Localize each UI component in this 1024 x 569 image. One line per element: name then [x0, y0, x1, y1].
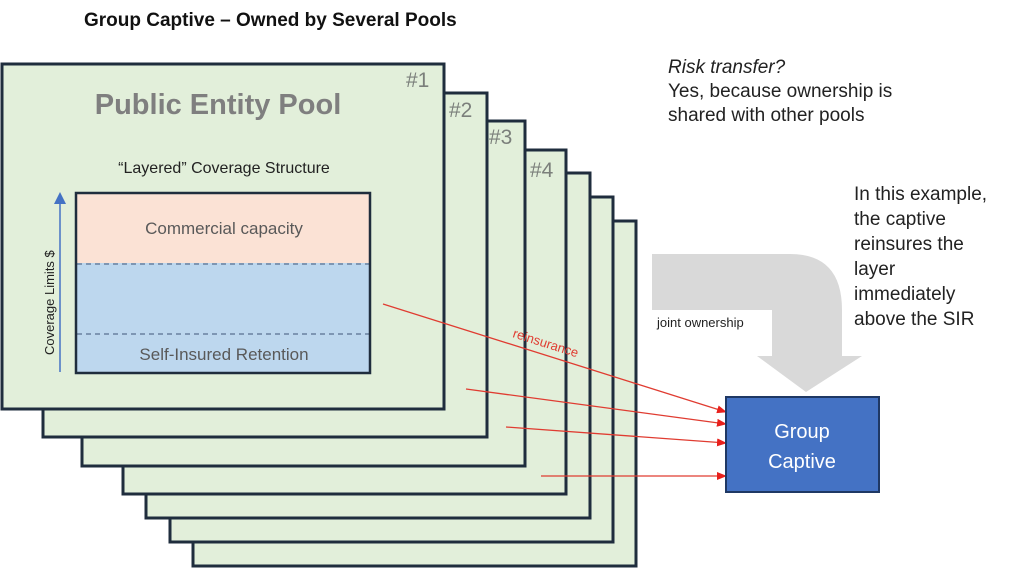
reinsurance-arrow-1: [382, 303, 727, 414]
commercial-capacity-layer: [76, 193, 370, 263]
coverage-layers: Commercial capacity Self-Insured Retenti…: [74, 191, 372, 375]
example-note-line: the captive: [854, 209, 946, 230]
pool-card-3-label: #3: [489, 126, 512, 149]
coverage-axis-label: Coverage Limits $: [42, 249, 57, 355]
middle-layer: [76, 263, 370, 333]
example-note-line: above the SIR: [854, 309, 975, 330]
coverage-axis-arrow-icon: [54, 192, 66, 204]
example-note-line: immediately: [854, 284, 956, 305]
example-note-line: layer: [854, 259, 896, 280]
pool-card-2-label: #2: [449, 99, 472, 122]
example-note-line: reinsures the: [854, 234, 964, 255]
group-captive-label-line2: Captive: [768, 451, 836, 473]
sir-layer: [76, 333, 370, 373]
reinsurance-arrow-2: [465, 388, 727, 427]
pool-card-4-label: #4: [530, 159, 554, 182]
commercial-capacity-label: Commercial capacity: [145, 219, 303, 238]
risk-transfer-answer-line2: shared with other pools: [668, 105, 865, 126]
coverage-frame: [74, 191, 372, 375]
example-note: In this example, the captive reinsures t…: [854, 182, 1024, 332]
group-captive-box: [725, 396, 880, 493]
risk-transfer-note: Risk transfer? Yes, because ownership is…: [668, 56, 968, 128]
risk-transfer-answer-line1: Yes, because ownership is: [668, 81, 893, 102]
joint-ownership-arrow-icon: [652, 254, 862, 392]
reinsurance-arrows: [382, 303, 727, 480]
reinsurance-arrow-3: [505, 426, 727, 447]
diagram-title: Group Captive – Owned by Several Pools: [84, 10, 457, 31]
example-note-line: In this example,: [854, 184, 988, 205]
coverage-structure-subtitle: “Layered” Coverage Structure: [118, 160, 330, 177]
risk-transfer-question: Risk transfer?: [668, 57, 786, 78]
pool-title: Public Entity Pool: [95, 89, 342, 121]
group-captive-label-line1: Group: [774, 421, 830, 443]
pool-card-1-label: #1: [406, 69, 429, 92]
sir-label: Self-Insured Retention: [139, 345, 308, 364]
joint-ownership-label: joint ownership: [656, 315, 744, 330]
